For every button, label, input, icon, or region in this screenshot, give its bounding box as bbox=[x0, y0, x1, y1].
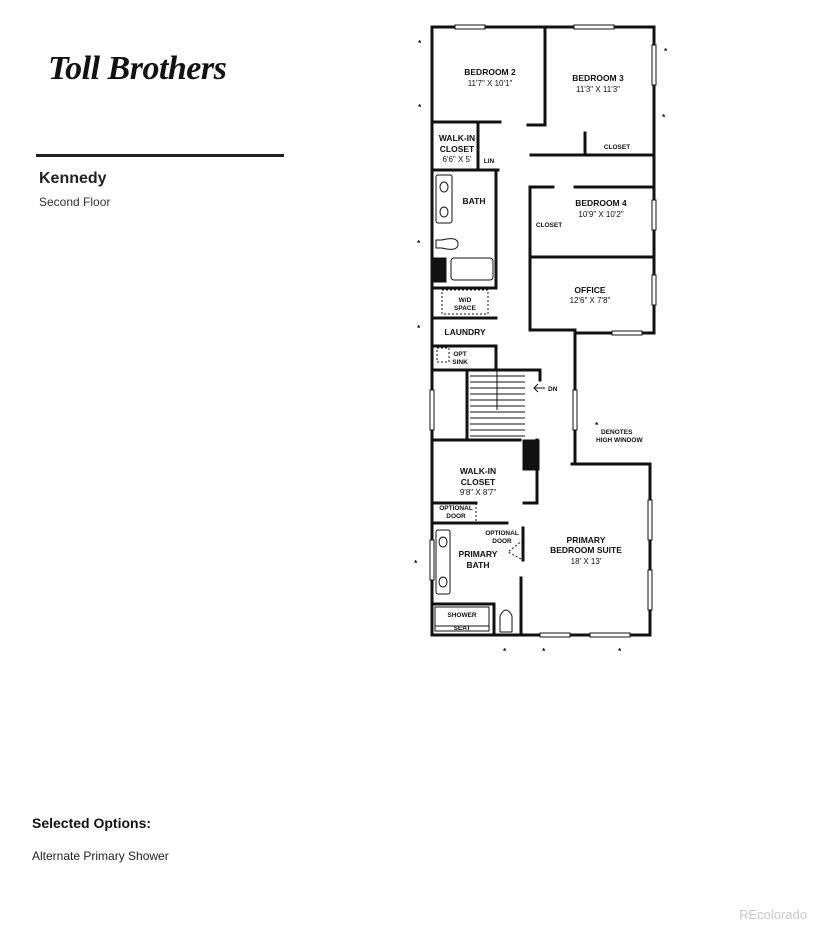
wd-space-line2: SPACE bbox=[454, 305, 477, 312]
high-window-star: * bbox=[417, 238, 421, 248]
primary-suite-name: PRIMARY bbox=[567, 535, 606, 545]
high-window-star: * bbox=[418, 102, 422, 112]
legend-star: * bbox=[595, 420, 599, 430]
high-window-star: * bbox=[542, 646, 546, 656]
bath-label: BATH bbox=[463, 196, 486, 206]
selected-option-item: Alternate Primary Shower bbox=[32, 849, 169, 863]
seat-label: SEAT bbox=[454, 625, 471, 632]
high-window-star: * bbox=[418, 38, 422, 48]
high-window-legend: * DENOTES HIGH WINDOW bbox=[595, 420, 643, 444]
optional-door-2-line1: OPTIONAL bbox=[485, 530, 519, 537]
bedroom4-dims: 10'9" X 10'2" bbox=[578, 210, 623, 219]
closet-b4-label: CLOSET bbox=[536, 222, 562, 229]
bedroom2-dims: 11'7" X 10'1" bbox=[468, 79, 513, 88]
optional-door-1-line2: DOOR bbox=[446, 513, 466, 520]
optional-door-2-line2: DOOR bbox=[492, 538, 512, 545]
legend-line1: DENOTES bbox=[601, 429, 633, 436]
walkin-top-dims: 6'6" X 5' bbox=[442, 155, 471, 164]
listing-credit: REcolorado bbox=[739, 907, 807, 922]
office-name: OFFICE bbox=[574, 285, 605, 295]
high-window-star: * bbox=[417, 323, 421, 333]
walkin-top-name2: CLOSET bbox=[440, 144, 475, 154]
walkin-primary-name: WALK-IN bbox=[460, 466, 496, 476]
walkin-primary-name2: CLOSET bbox=[461, 477, 496, 487]
primary-suite-dims: 18' X 13' bbox=[571, 557, 602, 566]
stairs-down-label: DN bbox=[548, 386, 558, 393]
opt-sink-line1: OPT bbox=[453, 351, 466, 358]
walkin-top-name: WALK-IN bbox=[439, 133, 475, 143]
high-window-markers: * * * * * * * * * * bbox=[414, 38, 668, 656]
stairs bbox=[470, 370, 545, 437]
bedroom2-name: BEDROOM 2 bbox=[464, 67, 516, 77]
high-window-star: * bbox=[503, 646, 507, 656]
divider-line bbox=[36, 154, 284, 157]
windows bbox=[429, 24, 657, 638]
optional-door-1-line1: OPTIONAL bbox=[439, 505, 473, 512]
opt-sink-line2: SINK bbox=[452, 359, 468, 366]
primary-bath-name: PRIMARY bbox=[459, 549, 498, 559]
high-window-star: * bbox=[618, 646, 622, 656]
walkin-primary-dims: 9'8" X 8'7" bbox=[460, 488, 496, 497]
linen-label: LIN bbox=[484, 158, 495, 165]
floor-plan-walls bbox=[430, 25, 656, 637]
high-window-star: * bbox=[662, 112, 666, 122]
closet-b3-label: CLOSET bbox=[604, 144, 630, 151]
high-window-star: * bbox=[414, 558, 418, 568]
bedroom3-dims: 11'3" X 11'3" bbox=[576, 85, 620, 94]
model-name: Kennedy bbox=[39, 170, 107, 187]
fixtures bbox=[431, 174, 540, 633]
legend-line2: HIGH WINDOW bbox=[596, 437, 643, 444]
bedroom4-name: BEDROOM 4 bbox=[575, 198, 627, 208]
toll-brothers-logo: Toll Brothers bbox=[48, 50, 227, 87]
office-dims: 12'6" X 7'8" bbox=[570, 296, 611, 305]
wd-space-line1: W/D bbox=[459, 297, 472, 304]
selected-options-title: Selected Options: bbox=[32, 815, 152, 831]
primary-suite-name2: BEDROOM SUITE bbox=[550, 545, 622, 555]
bedroom3-name: BEDROOM 3 bbox=[572, 73, 624, 83]
high-window-star: * bbox=[664, 46, 668, 56]
floor-label: Second Floor bbox=[39, 195, 111, 209]
laundry-label: LAUNDRY bbox=[444, 327, 486, 337]
shower-label: SHOWER bbox=[447, 612, 477, 619]
primary-bath-name2: BATH bbox=[467, 560, 490, 570]
room-labels: BEDROOM 2 11'7" X 10'1" BEDROOM 3 11'3" … bbox=[439, 67, 630, 632]
